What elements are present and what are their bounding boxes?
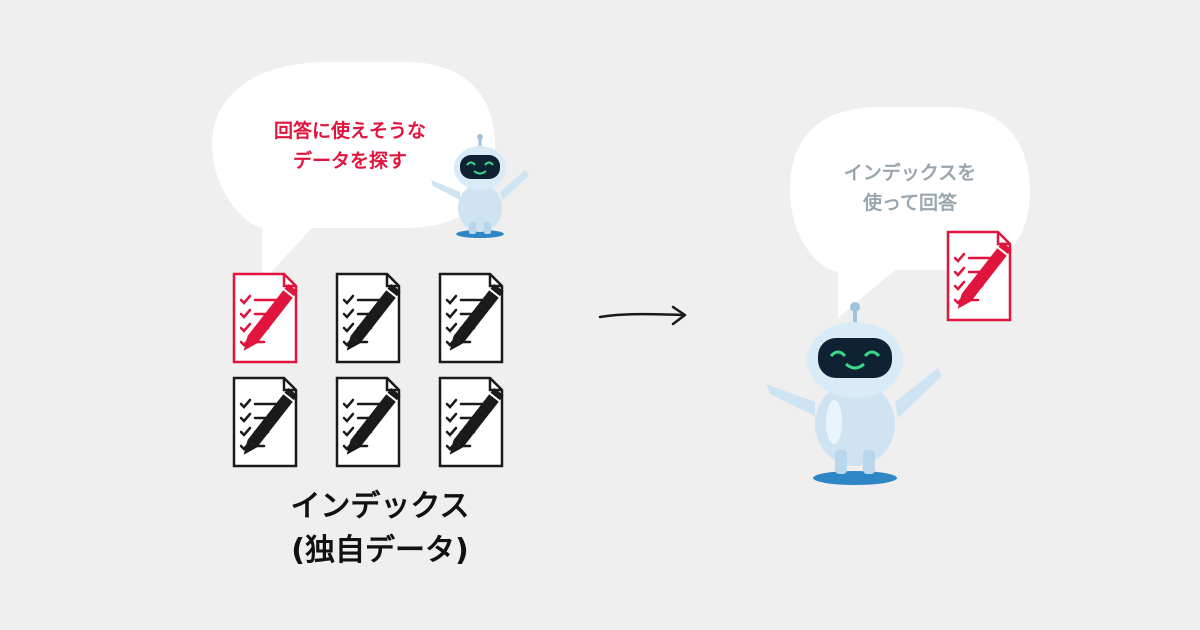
right-arrow-icon	[598, 305, 687, 326]
document-icon	[335, 376, 425, 471]
document-icon	[232, 376, 322, 471]
document-icon	[335, 272, 425, 367]
left-bubble-text: 回答に使えそうな データを探す	[273, 120, 426, 172]
document-icon	[438, 272, 528, 367]
document-icon-highlighted	[946, 230, 1036, 325]
index-label: インデックス (独自データ)	[290, 489, 470, 568]
robot-icon-small	[431, 134, 529, 238]
document-icon-highlighted	[232, 272, 322, 367]
robot-icon-large	[766, 302, 942, 485]
right-bubble-text: インデックスを 使って回答	[843, 162, 977, 214]
document-icon	[438, 376, 528, 471]
